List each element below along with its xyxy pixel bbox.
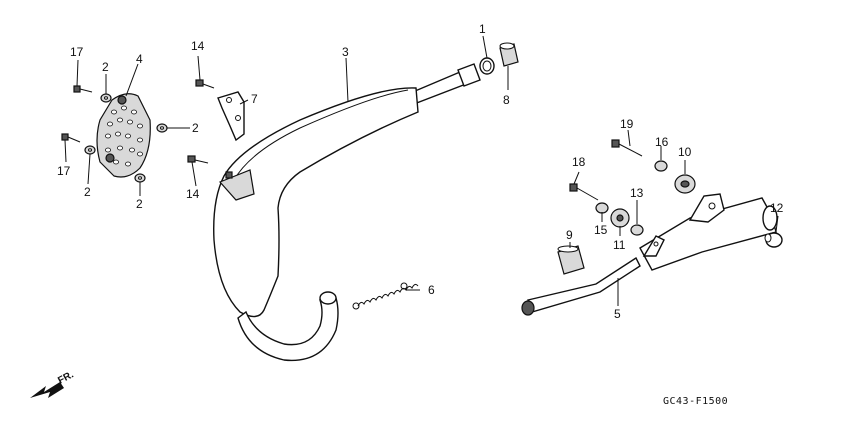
callout-2-a: 2 <box>102 60 109 74</box>
heat-shield <box>96 93 151 178</box>
callout-1: 1 <box>479 22 486 36</box>
washer-2-a <box>100 93 112 103</box>
leader-lines <box>64 35 779 306</box>
washer-2-b <box>156 123 168 133</box>
sleeve-9 <box>557 245 585 275</box>
callout-3: 3 <box>342 45 349 59</box>
bolt-17-upper <box>73 85 93 93</box>
washer-15 <box>595 202 609 214</box>
callout-12: 12 <box>770 201 784 215</box>
callout-8: 8 <box>503 93 510 107</box>
callout-13: 13 <box>630 186 644 200</box>
callout-11: 11 <box>613 238 626 252</box>
callout-2-d: 2 <box>136 197 143 211</box>
grommet-10 <box>674 174 696 194</box>
grommet-11 <box>610 208 630 228</box>
callout-19: 19 <box>620 117 634 131</box>
callout-18: 18 <box>572 155 586 169</box>
gasket-ring <box>479 57 495 75</box>
washer-2-c <box>84 145 96 155</box>
front-direction-arrow-icon: FR. <box>30 369 76 398</box>
figure-code: GC43-F1500 <box>663 396 728 407</box>
callout-17-b: 17 <box>57 164 71 178</box>
callout-6: 6 <box>428 283 435 297</box>
silencer <box>521 193 778 316</box>
mounting-bracket <box>217 91 245 142</box>
callout-2-c: 2 <box>84 185 91 199</box>
bolt-14-lower <box>187 155 209 164</box>
exhaust-spring <box>352 282 419 310</box>
joint-collar <box>499 42 519 67</box>
direction-label: FR. <box>56 369 76 386</box>
collar-16 <box>654 160 668 172</box>
callout-14-a: 14 <box>191 39 205 53</box>
washer-2-d <box>134 173 146 183</box>
callout-17-a: 17 <box>70 45 84 59</box>
callout-10: 10 <box>678 145 692 159</box>
cap-12 <box>764 232 783 248</box>
callout-7: 7 <box>251 92 258 106</box>
callout-9: 9 <box>566 228 573 242</box>
bolt-14-upper <box>195 79 215 89</box>
callout-labels: 1 2 2 2 2 3 4 5 6 7 8 9 10 11 12 13 14 1… <box>57 22 784 321</box>
callout-2-b: 2 <box>192 121 199 135</box>
callout-4: 4 <box>136 52 143 66</box>
callout-16: 16 <box>655 135 669 149</box>
callout-15: 15 <box>594 223 608 237</box>
callout-5: 5 <box>614 307 621 321</box>
bolt-19 <box>611 139 643 157</box>
callout-14-b: 14 <box>186 187 200 201</box>
exhaust-pipe <box>213 63 481 362</box>
collar-13 <box>630 224 644 236</box>
bolt-18 <box>569 183 599 201</box>
